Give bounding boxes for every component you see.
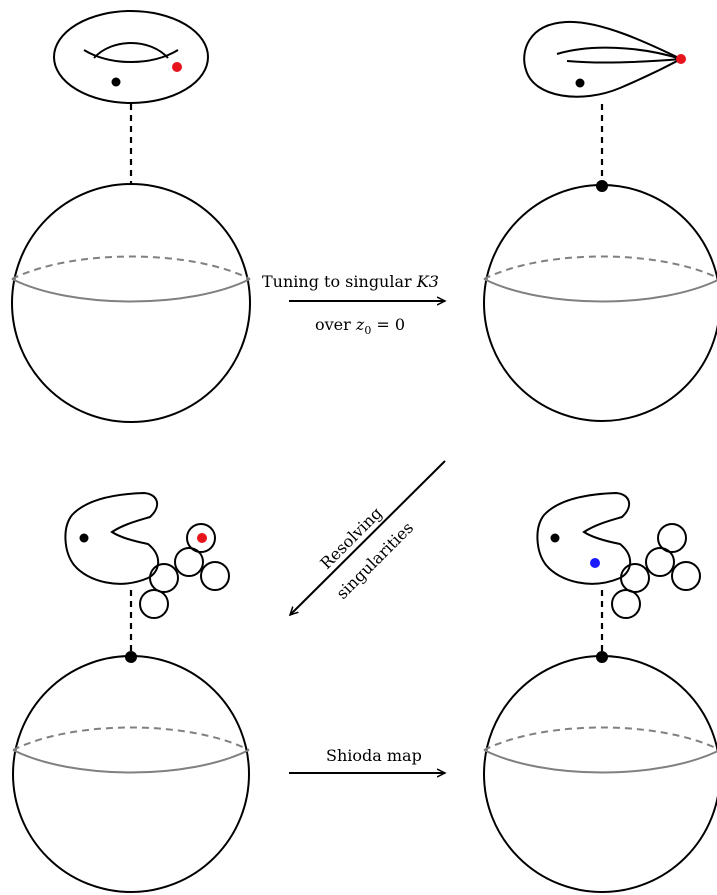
panel-shioda-image [483,491,717,893]
equator-front-arc [12,300,250,323]
arrow-resolving: Resolving singularities [290,460,446,615]
black-point [111,77,121,87]
exceptional-curve [139,589,169,619]
equator-front-arc [11,278,251,303]
equator-front-arc [483,749,717,774]
smooth-torus-fiber [53,10,209,104]
exceptional-curve [611,589,641,619]
exceptional-curve [657,523,687,553]
panel-resolved-k3 [12,491,250,893]
exceptional-curve [620,563,650,593]
panel-smooth-elliptic-k3 [11,10,251,423]
pinched-torus-fiber [523,20,686,98]
base-sphere [483,655,717,893]
resolved-fiber [536,491,701,619]
resolved-fiber [64,491,230,619]
tuning-label-line2: over z0 = 0 [315,315,405,337]
panel-singular-k3 [483,20,717,422]
base-sphere [12,655,250,893]
equator-front-arc [12,749,250,774]
exceptional-curve [174,547,204,577]
exceptional-curve [671,561,701,591]
black-point [550,533,560,543]
black-point [575,78,585,88]
equator-back-arc [483,726,717,751]
exceptional-curve [645,547,675,577]
equator-back-arc [11,255,251,280]
base-sphere [11,183,251,423]
black-point [79,533,89,543]
base-sphere [483,184,717,422]
tuning-label-line1: Tuning to singular K3 [262,272,439,291]
exceptional-curve [186,523,216,553]
blue-point [590,558,600,568]
equator-back-arc [483,255,717,280]
arrow-tuning: Tuning to singular K3 over z0 = 0 [262,272,445,337]
exceptional-curve [200,561,230,591]
equator-back-arc [12,726,250,751]
red-point [172,62,182,72]
red-point [197,533,207,543]
shioda-label: Shioda map [326,746,422,765]
equator-front-arc [483,278,717,303]
red-singular-point [676,54,686,64]
arrow-shioda: Shioda map [289,746,445,773]
exceptional-curve [149,563,179,593]
